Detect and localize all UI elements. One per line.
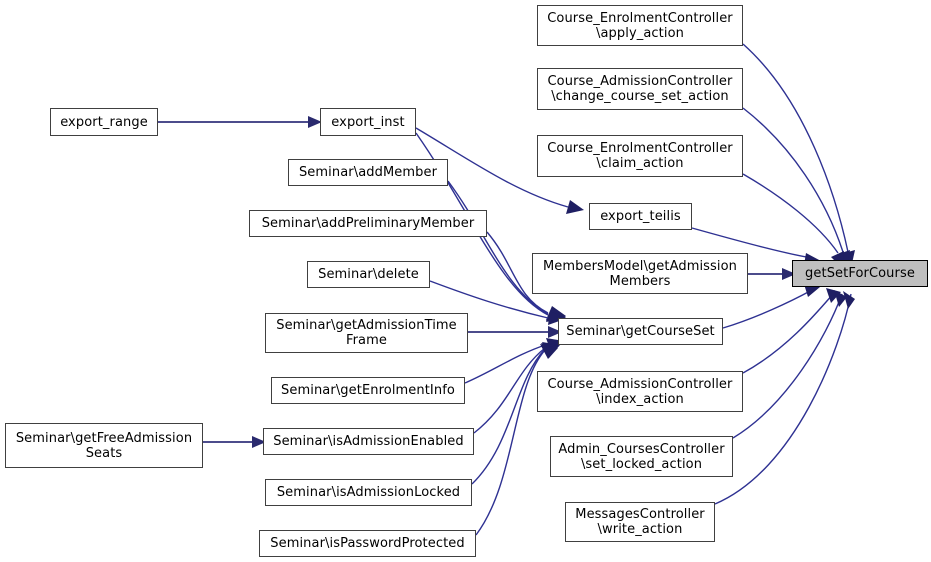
edge-addMember-to-getCourseSet xyxy=(447,180,566,321)
graph-node-label: Seminar\getFreeAdmission Seats xyxy=(15,430,193,461)
graph-node-label: Seminar\delete xyxy=(318,267,419,282)
edge-export_range-to-export_inst xyxy=(158,116,322,128)
graph-node-isAdmissionEnabled[interactable]: Seminar\isAdmissionEnabled xyxy=(263,428,474,455)
graph-node-index_action[interactable]: Course_AdmissionController \index_action xyxy=(537,371,743,412)
graph-node-getAdmissionTimeFrame[interactable]: Seminar\getAdmissionTime Frame xyxy=(265,313,468,353)
graph-node-label: getSetForCourse xyxy=(805,266,915,281)
graph-node-label: Course_EnrolmentController \claim_action xyxy=(547,141,733,171)
graph-node-getEnrolmentInfo[interactable]: Seminar\getEnrolmentInfo xyxy=(271,377,465,404)
graph-node-label: export_range xyxy=(60,114,148,130)
graph-node-claim_action[interactable]: Course_EnrolmentController \claim_action xyxy=(537,135,743,177)
graph-node-label: Seminar\getCourseSet xyxy=(566,324,715,339)
graph-node-label: Seminar\isPasswordProtected xyxy=(270,536,465,551)
graph-node-label: Course_AdmissionController \index_action xyxy=(547,376,733,407)
graph-node-label: Seminar\addPreliminaryMember xyxy=(261,216,475,231)
graph-node-getFreeAdmissionSeats[interactable]: Seminar\getFreeAdmission Seats xyxy=(5,423,203,468)
arrow-head-icon xyxy=(548,311,565,325)
graph-node-export_inst[interactable]: export_inst xyxy=(320,108,416,136)
edge-delete-to-getCourseSet xyxy=(429,280,565,325)
edges-group xyxy=(158,43,855,536)
graph-node-label: Seminar\isAdmissionEnabled xyxy=(273,434,464,449)
edge-isPasswordProtected-to-getCourseSet xyxy=(475,344,558,536)
graph-node-label: MessagesController \write_action xyxy=(575,507,705,537)
edge-getAdmissionMembers-to-getSetForCourse xyxy=(748,268,796,280)
graph-node-label: Seminar\getEnrolmentInfo xyxy=(281,383,455,398)
arrow-head-icon xyxy=(782,268,796,280)
edge-export_inst-to-export_teilis xyxy=(415,127,584,214)
edge-getAdmissionTimeFrame-to-getCourseSet xyxy=(468,326,562,338)
graph-node-export_range[interactable]: export_range xyxy=(50,108,158,136)
arrow-head-icon xyxy=(834,290,847,307)
edge-change_course_set_action-to-getSetForCourse xyxy=(742,107,850,268)
graph-node-getSetForCourse[interactable]: getSetForCourse xyxy=(792,260,928,287)
edge-apply_action-to-getSetForCourse xyxy=(742,43,855,268)
arrow-head-icon xyxy=(252,436,266,448)
edge-getCourseSet-to-getSetForCourse xyxy=(722,284,820,329)
arrow-head-icon xyxy=(843,291,855,309)
graph-node-label: Seminar\getAdmissionTime Frame xyxy=(276,318,457,348)
graph-node-addMember[interactable]: Seminar\addMember xyxy=(288,159,448,186)
arrow-head-icon xyxy=(548,326,562,338)
graph-node-label: export_teilis xyxy=(600,209,681,224)
edge-write_action-to-getSetForCourse xyxy=(714,291,855,505)
graph-node-getAdmissionMembers[interactable]: MembersModel\getAdmission Members xyxy=(532,253,748,294)
graph-node-label: Seminar\addMember xyxy=(298,165,438,180)
graph-node-export_teilis[interactable]: export_teilis xyxy=(589,203,692,230)
graph-node-apply_action[interactable]: Course_EnrolmentController \apply_action xyxy=(537,5,743,46)
arrow-head-icon xyxy=(308,116,322,128)
graph-node-delete[interactable]: Seminar\delete xyxy=(307,261,430,288)
graph-node-isPasswordProtected[interactable]: Seminar\isPasswordProtected xyxy=(259,530,476,557)
graph-node-isAdmissionLocked[interactable]: Seminar\isAdmissionLocked xyxy=(265,479,472,506)
graph-node-label: Course_AdmissionController \change_cours… xyxy=(547,74,733,104)
edge-isAdmissionLocked-to-getCourseSet xyxy=(471,343,559,485)
edge-getFreeAdmissionSeats-to-isAdmissionEnabled xyxy=(203,436,266,448)
arrow-head-icon xyxy=(540,344,558,359)
graph-node-addPreliminaryMember[interactable]: Seminar\addPreliminaryMember xyxy=(249,210,487,237)
graph-node-getCourseSet[interactable]: Seminar\getCourseSet xyxy=(558,318,723,345)
graph-node-label: MembersModel\getAdmission Members xyxy=(542,258,738,289)
graph-node-label: Course_EnrolmentController \apply_action xyxy=(547,10,733,41)
graph-node-set_locked_action[interactable]: Admin_CoursesController \set_locked_acti… xyxy=(550,436,733,477)
graph-node-label: export_inst xyxy=(331,114,405,130)
graph-node-change_course_set_action[interactable]: Course_AdmissionController \change_cours… xyxy=(537,68,743,110)
arrow-head-icon xyxy=(804,284,820,297)
graph-node-write_action[interactable]: MessagesController \write_action xyxy=(565,502,715,542)
edge-set_locked_action-to-getSetForCourse xyxy=(732,290,847,439)
arrow-head-icon xyxy=(566,200,584,214)
graph-node-label: Admin_CoursesController \set_locked_acti… xyxy=(558,441,725,472)
graph-node-label: Seminar\isAdmissionLocked xyxy=(276,485,461,500)
